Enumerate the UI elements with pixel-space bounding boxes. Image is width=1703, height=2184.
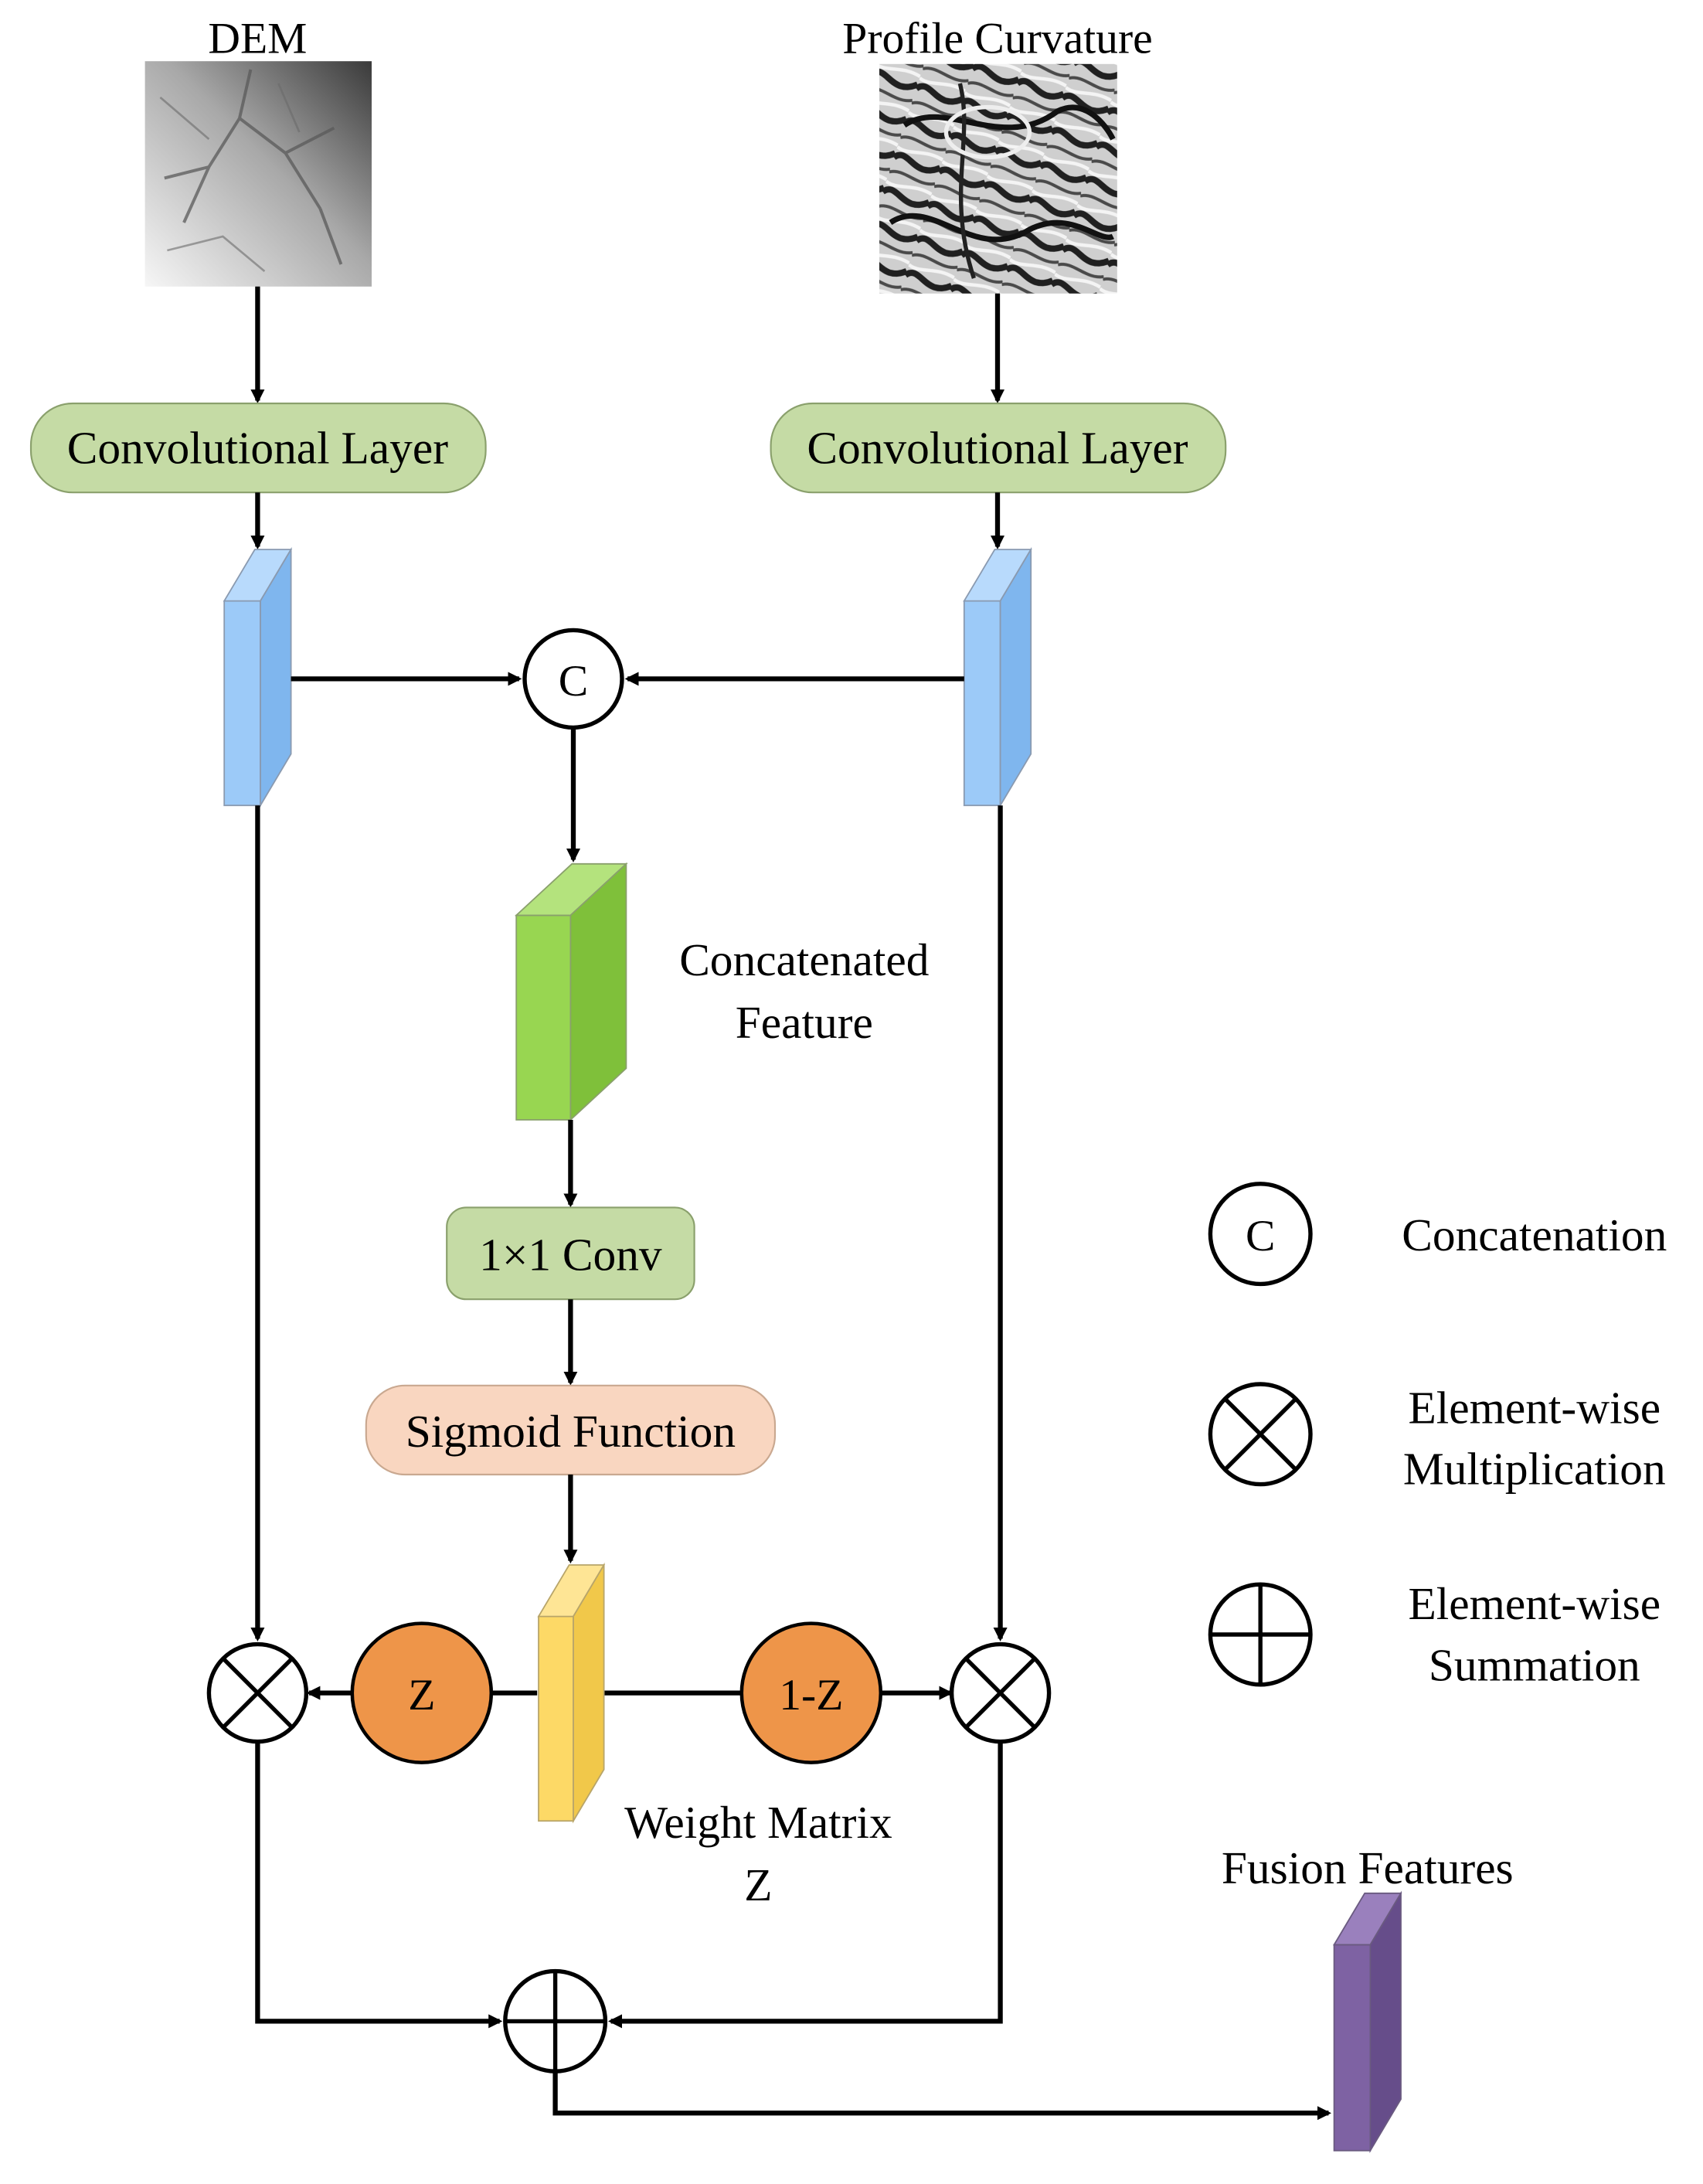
one-minus-z-node-label: 1-Z <box>779 1671 843 1720</box>
legend-concat-icon: C <box>1208 1182 1313 1287</box>
weight-matrix-label-line1: Weight Matrix <box>624 1797 892 1848</box>
concat-node: C <box>522 628 624 730</box>
conv-layer-left: Convolutional Layer <box>29 402 487 494</box>
conv1x1-block: 1×1 Conv <box>446 1206 695 1301</box>
conv-layer-right-label: Convolutional Layer <box>807 422 1188 473</box>
legend-sum-label-line1: Element-wise <box>1409 1578 1661 1629</box>
z-node-label: Z <box>408 1671 435 1720</box>
profile-curvature-image <box>879 63 1117 294</box>
legend-multiply-label-line1: Element-wise <box>1409 1382 1661 1433</box>
concatenated-feature-label-line1: Concatenated <box>679 934 929 985</box>
dem-image <box>144 61 372 287</box>
weight-matrix-block <box>537 1562 606 1824</box>
arrow-sum-to-fusion <box>552 2071 1331 2121</box>
concat-node-label: C <box>559 657 588 706</box>
legend-concat-symbol: C <box>1246 1212 1275 1260</box>
z-node: Z <box>350 1621 494 1764</box>
legend-sum-icon <box>1208 1582 1313 1687</box>
legend-multiply-label-line2: Multiplication <box>1403 1444 1666 1495</box>
fusion-features-label: Fusion Features <box>1222 1842 1514 1893</box>
arrow-left-mult-to-sum <box>255 1741 503 2029</box>
conv-layer-right: Convolutional Layer <box>770 402 1227 494</box>
summation-node <box>503 1968 608 2073</box>
dem-title: DEM <box>208 14 307 63</box>
multiply-node-left <box>206 1641 309 1744</box>
conv-layer-left-label: Convolutional Layer <box>67 422 448 473</box>
legend: C Concatenation Element-wise Multiplicat… <box>1208 1182 1667 1690</box>
sigmoid-block: Sigmoid Function <box>365 1384 777 1476</box>
conv1x1-label: 1×1 Conv <box>479 1229 662 1280</box>
arrow-right-mult-to-sum <box>607 1741 1003 2029</box>
feature-block-dem <box>223 546 293 808</box>
multiply-node-right <box>949 1641 1052 1744</box>
legend-concat-label: Concatenation <box>1402 1209 1667 1260</box>
sigmoid-label: Sigmoid Function <box>406 1406 736 1457</box>
feature-block-curvature <box>963 546 1032 808</box>
concatenated-feature-label-line2: Feature <box>736 997 873 1048</box>
fusion-features-block <box>1333 1890 1402 2154</box>
legend-multiply-icon <box>1208 1382 1313 1487</box>
concatenated-feature-block <box>514 862 628 1122</box>
profile-curvature-title: Profile Curvature <box>842 14 1152 63</box>
legend-sum-label-line2: Summation <box>1429 1639 1640 1690</box>
weight-matrix-label-line2: Z <box>744 1859 772 1910</box>
one-minus-z-node: 1-Z <box>739 1621 883 1764</box>
